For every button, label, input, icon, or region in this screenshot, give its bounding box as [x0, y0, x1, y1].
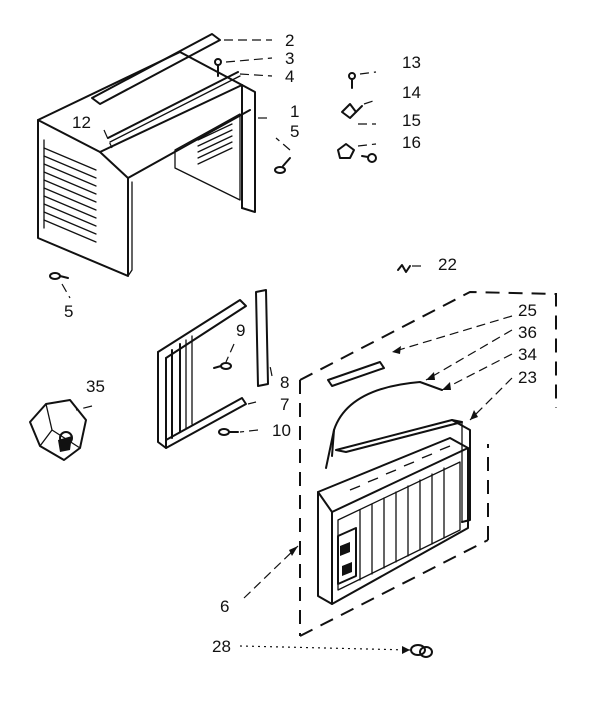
callout-13: 13 [402, 53, 421, 72]
screw-icon [361, 153, 377, 163]
cabinet-louvres [43, 139, 97, 243]
mounting-bracket [29, 399, 87, 461]
callout-36: 36 [518, 323, 537, 342]
callout-34: 34 [518, 345, 537, 364]
callout-10: 10 [272, 421, 291, 440]
callout-5-upper: 5 [290, 122, 299, 141]
leader-lines [61, 39, 513, 651]
callout-28: 28 [212, 637, 231, 656]
cabinet-rear-vents [197, 123, 233, 165]
callout-1: 1 [290, 102, 299, 121]
callout-3: 3 [285, 49, 294, 68]
callout-8: 8 [280, 373, 289, 392]
callout-2: 2 [285, 31, 294, 50]
callout-23: 23 [518, 368, 537, 387]
screw-icon [274, 157, 291, 174]
screw-icon [218, 428, 239, 436]
clip-icon [348, 72, 356, 89]
callout-9: 9 [236, 321, 245, 340]
callout-15: 15 [402, 111, 421, 130]
assembly-enclosure [299, 290, 557, 637]
callout-16: 16 [402, 133, 421, 152]
cabinet-outer-case [37, 51, 256, 277]
callout-35: 35 [86, 377, 105, 396]
air-filter [325, 381, 443, 469]
screw-icon [49, 272, 69, 280]
side-curtain-frame [157, 299, 247, 449]
filter-bar [327, 361, 385, 387]
callout-12: 12 [72, 113, 91, 132]
front-panel-frame [335, 419, 471, 523]
top-channel [91, 33, 221, 105]
callout-25: 25 [518, 301, 537, 320]
callout-5-lower: 5 [64, 302, 73, 321]
filler-strip [255, 289, 269, 387]
callout-22: 22 [438, 255, 457, 274]
clamp-icon [337, 143, 355, 159]
leader-arrowheads [289, 346, 478, 654]
clip-icon [410, 644, 433, 658]
top-rail [107, 71, 239, 139]
screw-icon [213, 362, 232, 370]
callout-14: 14 [402, 83, 421, 102]
bracket-icon [341, 103, 363, 119]
callout-4: 4 [285, 67, 294, 86]
screw-icon [214, 58, 222, 77]
front-grille [317, 437, 469, 605]
callout-6: 6 [220, 597, 229, 616]
callout-7: 7 [280, 395, 289, 414]
spring-icon [397, 264, 411, 273]
